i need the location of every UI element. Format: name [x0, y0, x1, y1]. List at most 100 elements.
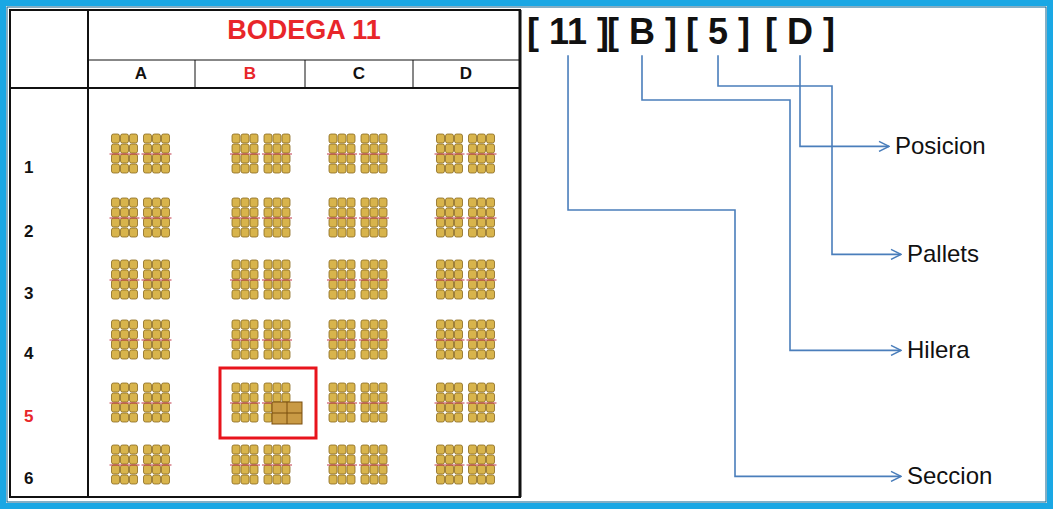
barrel [273, 218, 281, 227]
pallet-icon [230, 445, 292, 484]
barrel [282, 164, 290, 173]
barrel [232, 144, 240, 153]
barrel [162, 465, 170, 474]
leader-arrow [568, 55, 901, 476]
barrel [121, 290, 129, 299]
barrel [121, 465, 129, 474]
barrel [338, 413, 346, 422]
barrel [112, 260, 120, 269]
barrel [241, 330, 249, 339]
barrel [487, 330, 495, 339]
selected-box [272, 402, 302, 424]
barrel [361, 280, 369, 289]
barrel [153, 144, 161, 153]
barrel [338, 144, 346, 153]
barrel [264, 465, 272, 474]
barrel [112, 270, 120, 279]
barrel [232, 383, 240, 392]
barrel [469, 445, 477, 454]
barrel [241, 134, 249, 143]
barrel [347, 455, 355, 464]
barrel [121, 455, 129, 464]
barrel [162, 383, 170, 392]
barrel [487, 270, 495, 279]
barrel [162, 445, 170, 454]
barrel [379, 350, 387, 359]
strap-line [327, 280, 357, 281]
barrel [455, 350, 463, 359]
barrel [478, 393, 486, 402]
barrel [112, 164, 120, 173]
barrel [437, 445, 445, 454]
barrel [379, 290, 387, 299]
column-letter: C [353, 64, 365, 84]
node-text: Seccion [907, 462, 992, 491]
barrel [437, 383, 445, 392]
strap-line [359, 218, 389, 219]
barrel [144, 413, 152, 422]
barrel [469, 475, 477, 484]
barrel [153, 465, 161, 474]
barrel [455, 218, 463, 227]
strap-line [230, 465, 260, 466]
node-text: Pallets [907, 240, 979, 269]
barrel [478, 280, 486, 289]
barrel [282, 340, 290, 349]
barrel [361, 208, 369, 217]
barrel [370, 164, 378, 173]
barrel [455, 413, 463, 422]
barrel [446, 445, 454, 454]
barrel [455, 280, 463, 289]
barrel [130, 144, 138, 153]
barrel [338, 383, 346, 392]
barrel [347, 320, 355, 329]
barrel [469, 154, 477, 163]
barrel [469, 320, 477, 329]
barrel [487, 164, 495, 173]
barrel [370, 350, 378, 359]
barrel [469, 144, 477, 153]
barrel [437, 228, 445, 237]
barrel [446, 228, 454, 237]
row-number: 3 [24, 284, 33, 304]
barrel [282, 350, 290, 359]
barrel [370, 393, 378, 402]
barrel [162, 290, 170, 299]
barrel [347, 465, 355, 474]
barrel [370, 260, 378, 269]
barrel [273, 260, 281, 269]
header-line [10, 87, 520, 89]
barrel [379, 270, 387, 279]
strap-line [359, 280, 389, 281]
barrel [162, 455, 170, 464]
barrel [282, 320, 290, 329]
barrel [446, 455, 454, 464]
barrel [144, 465, 152, 474]
barrel [487, 403, 495, 412]
barrel [455, 383, 463, 392]
barrel [241, 445, 249, 454]
barrel [282, 330, 290, 339]
barrel [121, 144, 129, 153]
barrel [273, 455, 281, 464]
barrel [250, 330, 258, 339]
barrel [437, 208, 445, 217]
pallet-icon [435, 383, 497, 422]
barrel [121, 208, 129, 217]
barrel [478, 208, 486, 217]
barrel [241, 144, 249, 153]
barrel [264, 413, 272, 422]
barrel [329, 218, 337, 227]
barrel [455, 134, 463, 143]
location-code-part: [ D ] [763, 10, 837, 53]
barrel [487, 280, 495, 289]
barrel [112, 413, 120, 422]
barrel [446, 465, 454, 474]
barrel [162, 164, 170, 173]
barrel [329, 350, 337, 359]
barrel [455, 330, 463, 339]
barrel [487, 320, 495, 329]
barrel [478, 350, 486, 359]
barrel [329, 270, 337, 279]
node-text: [ 11 ] [527, 10, 609, 53]
